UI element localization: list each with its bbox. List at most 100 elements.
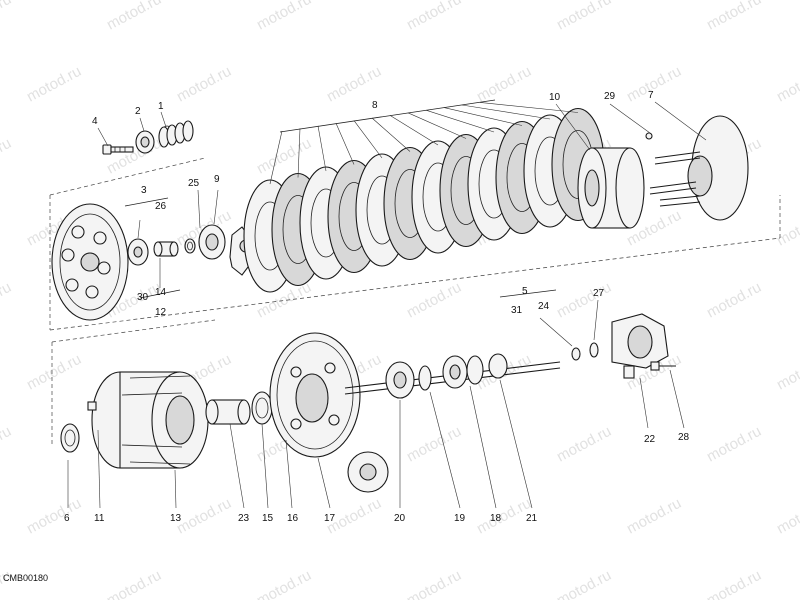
watermark-text: motod.ru	[554, 423, 614, 466]
plate-leader-line	[353, 120, 383, 159]
callout-11: 11	[94, 513, 105, 524]
upper-assembly-frame	[49, 157, 781, 331]
plate-leader-line	[479, 102, 579, 113]
callout-18: 18	[490, 513, 502, 524]
watermark-text: motod.ru	[554, 0, 614, 34]
slave-cylinder-part	[611, 313, 669, 379]
watermark-text: motod.ru	[174, 495, 234, 538]
clutch-drum-part	[87, 371, 209, 469]
callout-22: 22	[644, 434, 656, 445]
clutch-gear-hub-part	[577, 147, 645, 229]
callout-15: 15	[262, 513, 274, 524]
watermark-text: motod.ru	[174, 63, 234, 106]
callout-30: 30	[137, 292, 149, 303]
push-rod-cap-part	[153, 241, 179, 257]
watermark-text: motod.ru	[404, 279, 464, 322]
plate-leader-line	[297, 128, 301, 178]
watermark-text: motod.ru	[24, 351, 84, 394]
cup-washer-part	[135, 130, 155, 154]
screw-part	[650, 361, 676, 371]
watermark-text: motod.ru	[254, 135, 314, 178]
callout-4: 4	[92, 116, 98, 127]
callout-23: 23	[238, 513, 250, 524]
watermark-text: motod.ru	[104, 0, 164, 34]
callout-20: 20	[394, 513, 406, 524]
watermark-text: motod.ru	[24, 63, 84, 106]
small-gear-part	[347, 451, 389, 493]
callout-8: 8	[372, 100, 378, 111]
callout-28: 28	[678, 432, 690, 443]
watermark-text: motod.ru	[774, 351, 800, 394]
watermark-text: motod.ru	[704, 279, 764, 322]
watermark-text: motod.ru	[554, 279, 614, 322]
callout-16: 16	[287, 513, 299, 524]
watermark-text: motod.ru	[554, 567, 614, 600]
watermark-text: motod.ru	[774, 207, 800, 250]
ring-part	[251, 391, 273, 425]
callout-21: 21	[526, 513, 538, 524]
callout-12: 12	[155, 307, 167, 318]
watermark-text: motod.ru	[104, 135, 164, 178]
callout-14: 14	[155, 287, 167, 298]
callout-labels: 1 2 4 8 10 29 7 3 26 25 9 14 30 12 5 31 …	[64, 90, 690, 524]
plate-leader-line	[443, 107, 523, 126]
callout-19: 19	[454, 513, 466, 524]
circlip-part	[571, 342, 599, 361]
diagram-code: CMB00180	[3, 573, 48, 583]
callout-24: 24	[538, 301, 550, 312]
watermark-text: motod.ru	[104, 567, 164, 600]
callout-26: 26	[155, 201, 167, 212]
bearing-part	[127, 238, 149, 266]
watermark-text: motod.ru	[624, 63, 684, 106]
bearing-set-part	[385, 353, 508, 399]
watermark-text: motod.ru	[704, 0, 764, 34]
watermark-text: motod.ru	[254, 567, 314, 600]
plate-leader-line	[371, 117, 411, 152]
watermark-text: motod.ru	[0, 279, 14, 322]
watermark-text: motod.ru	[404, 423, 464, 466]
watermark-text: motod.ru	[0, 567, 14, 600]
watermark-text: motod.ru	[774, 63, 800, 106]
group-brackets	[124, 99, 557, 299]
watermark-text: motod.ru	[704, 567, 764, 600]
callout-3: 3	[141, 185, 147, 196]
watermark-text: motod.ru	[0, 135, 14, 178]
callout-10: 10	[549, 92, 561, 103]
watermark-text: motod.ru	[0, 423, 14, 466]
watermark-text: motod.ru	[24, 495, 84, 538]
bushing-part	[205, 399, 251, 425]
pressure-plate-part	[51, 203, 129, 321]
watermark-text: motod.ru	[624, 495, 684, 538]
callout-7: 7	[648, 90, 654, 101]
watermark-text: motod.ru	[404, 567, 464, 600]
watermark-text: motod.ru	[474, 63, 534, 106]
plate-leader-line	[269, 130, 283, 185]
watermark-text: motod.ru	[404, 0, 464, 34]
ball-part	[645, 132, 653, 140]
plate-leader-line	[389, 115, 439, 146]
callout-29: 29	[604, 91, 616, 102]
primary-gear-part	[269, 332, 361, 458]
clutch-plate-stack	[243, 102, 605, 293]
callout-5: 5	[522, 286, 528, 297]
plate-leader-line	[335, 123, 355, 165]
watermark-text: motod.ru	[704, 423, 764, 466]
callout-1: 1	[158, 101, 164, 112]
thrust-washer-part	[60, 423, 80, 453]
callout-13: 13	[170, 513, 182, 524]
bolt-part	[102, 144, 134, 155]
spring-part	[158, 120, 194, 148]
lower-assembly-frame	[51, 319, 216, 445]
callout-25: 25	[188, 178, 200, 189]
drive-flange-part	[649, 115, 749, 221]
watermark-text: motod.ru	[0, 0, 14, 34]
callout-9: 9	[214, 174, 220, 185]
plate-leader-line	[317, 125, 327, 172]
watermark-text: motod.ru	[774, 495, 800, 538]
callout-17: 17	[324, 513, 336, 524]
leader-lines	[67, 101, 707, 509]
plate-leader-line	[425, 109, 495, 133]
callout-2: 2	[135, 106, 141, 117]
